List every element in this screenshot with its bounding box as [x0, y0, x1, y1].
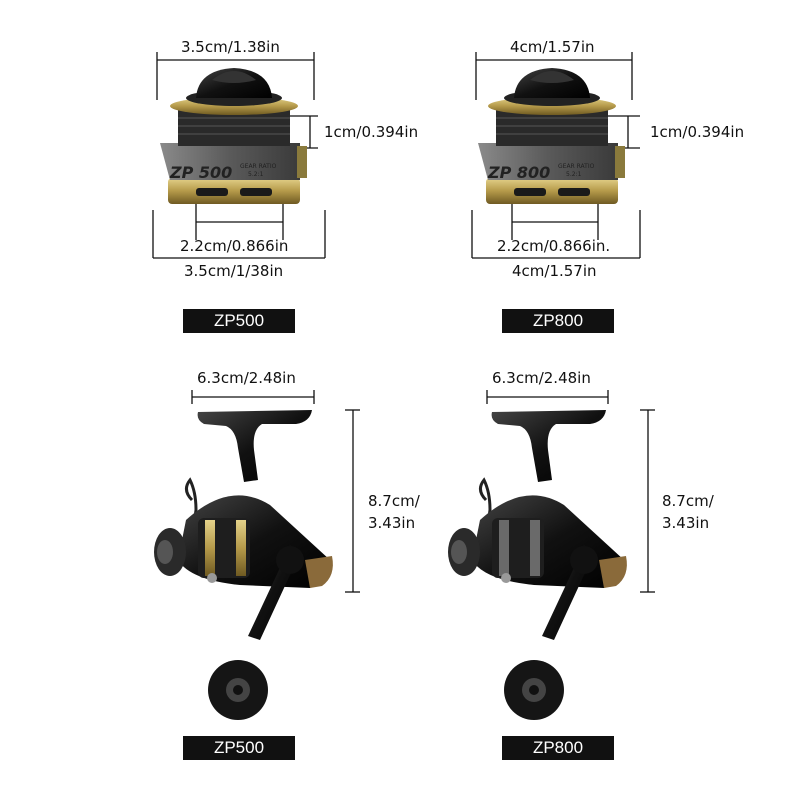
spool-zp800-top-width: 4cm/1.57in [510, 38, 595, 56]
reel-zp500-dimension-lines [191, 390, 360, 593]
reel-zp500 [154, 390, 360, 720]
spool-zp500-model-print: ZP 500 [169, 163, 232, 182]
spool-zp500-height: 1cm/0.394in [324, 123, 419, 141]
spool-zp800-model-print: ZP 800 [487, 163, 550, 182]
reel-zp800-badge: ZP800 [502, 736, 614, 760]
reel-zp800-height-line1: 8.7cm/ [662, 492, 714, 510]
spool-zp800-inner-width: 2.2cm/0.866in. [497, 237, 611, 255]
reel-zp800-height-line2: 3.43in [662, 514, 710, 532]
spool-zp500: ZP 500 GEAR RATIO 5.2:1 [152, 52, 326, 259]
reel-zp500-height-line1: 8.7cm/ [368, 492, 420, 510]
spool-zp500-top-width: 3.5cm/1.38in [181, 38, 280, 56]
spool-zp800-gear-ratio-value: 5.2:1 [566, 171, 582, 178]
spool-zp800-badge: ZP800 [502, 309, 614, 333]
reel-zp800-dimension-lines [486, 390, 655, 593]
reel-zp500-height-line2: 3.43in [368, 514, 416, 532]
spool-zp500-bottom-width: 3.5cm/1/38in [184, 262, 284, 280]
reel-zp500-width: 6.3cm/2.48in [197, 369, 296, 387]
spool-zp800-gear-ratio-label: GEAR RATIO [558, 163, 595, 170]
reel-zp800-width: 6.3cm/2.48in [492, 369, 591, 387]
spool-zp500-gear-ratio-value: 5.2:1 [248, 171, 264, 178]
reel-zp500-badge: ZP500 [183, 736, 295, 760]
spool-zp500-inner-width: 2.2cm/0.866in [180, 237, 289, 255]
spool-zp800: ZP 800 GEAR RATIO 5.2:1 [471, 52, 641, 259]
spool-zp800-height: 1cm/0.394in [650, 123, 745, 141]
reel-zp800 [448, 390, 655, 720]
spool-zp500-badge: ZP500 [183, 309, 295, 333]
spool-zp800-bottom-width: 4cm/1.57in [512, 262, 597, 280]
spool-zp500-gear-ratio-label: GEAR RATIO [240, 163, 277, 170]
